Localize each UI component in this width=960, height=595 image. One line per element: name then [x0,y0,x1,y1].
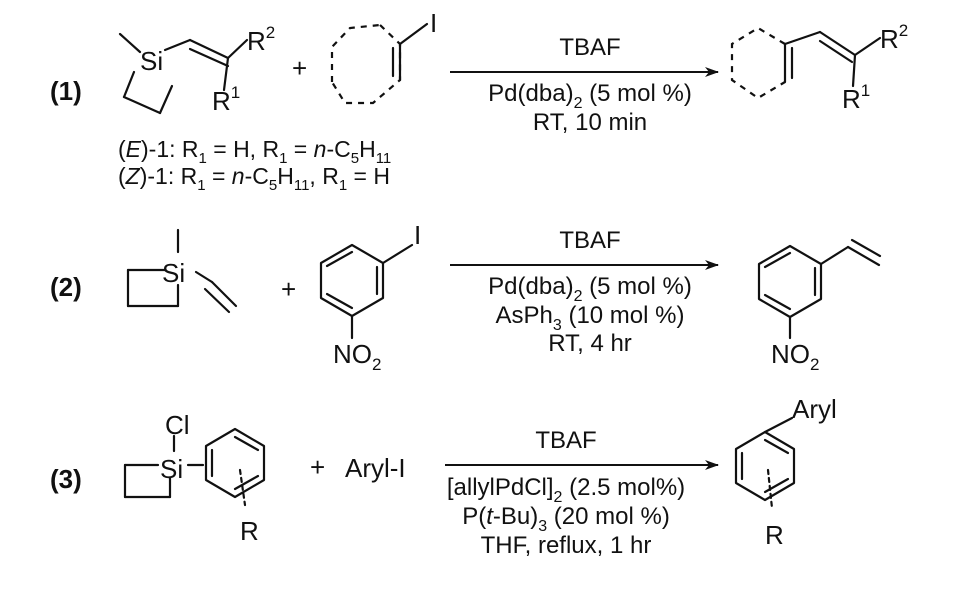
z-isomer-note: (Z)-1: R1 = n-C5H11, R1 = H [118,163,390,194]
chlorosilane-reagent: Cl Si R [123,410,266,546]
reaction-number: (2) [50,272,82,302]
r-substituent: R [240,516,259,546]
alkenylsilane-reagent: Si R2 R1 [118,23,275,116]
aryl-iodide-reagent: I [330,8,437,105]
aryl-substituent: Aryl [792,394,837,424]
reagent-tbaf: TBAF [535,427,596,454]
catalyst-line: [allylPdCl]2 (2.5 mol%) [447,474,685,506]
silicon-atom: Si [162,258,185,288]
reagent-tbaf: TBAF [559,227,620,254]
reaction-1: (1) Si R2 R1 + I TBAF [50,8,908,194]
biaryl-product: Aryl R [734,394,837,550]
vinylsilane-reagent: Si [126,228,238,314]
reaction-number: (3) [50,464,82,494]
product-r1-label: R1 [842,81,870,114]
aryl-iodide-label: Aryl-I [345,453,406,483]
iodine-atom: I [414,220,421,250]
catalyst-line: Pd(dba)2 (5 mol %) [488,80,692,112]
plus-sign: + [310,452,325,482]
nitrostyrene-product: NO2 [757,238,882,374]
silicon-atom: Si [160,454,183,484]
temperature-time: RT, 10 min [533,109,647,136]
catalyst-line: Pd(dba)2 (5 mol %) [488,273,692,305]
reaction-3: (3) Cl Si R + Aryl-I TBAF [allylPdCl]2 (… [50,394,837,559]
nitro-group: NO2 [333,339,381,374]
e-isomer-note: (E)-1: R1 = H, R1 = n-C5H11 [118,136,391,167]
temperature-time: RT, 4 hr [548,330,632,357]
reaction-number: (1) [50,76,82,106]
nitro-group: NO2 [771,339,819,374]
reaction-2: (2) Si + I NO2 TBAF Pd(dba)2 (5 mol %) [50,220,882,374]
ligand-line: P(t-Bu)3 (20 mol %) [462,503,670,535]
chlorine-atom: Cl [165,410,190,440]
product-r2-label: R2 [880,21,908,54]
iodine-atom: I [430,8,437,38]
plus-sign: + [292,53,307,83]
product-alkene: R2 R1 [730,21,908,114]
temperature-time: THF, reflux, 1 hr [481,532,652,559]
reagent-tbaf: TBAF [559,34,620,61]
r-substituent: R [765,520,784,550]
silicon-atom: Si [140,46,163,76]
r2-label: R2 [247,23,275,56]
iodonitrobenzene-reagent: I NO2 [319,220,421,374]
r1-label: R1 [212,83,240,116]
ligand-line: AsPh3 (10 mol %) [496,302,685,334]
plus-sign: + [281,274,296,304]
